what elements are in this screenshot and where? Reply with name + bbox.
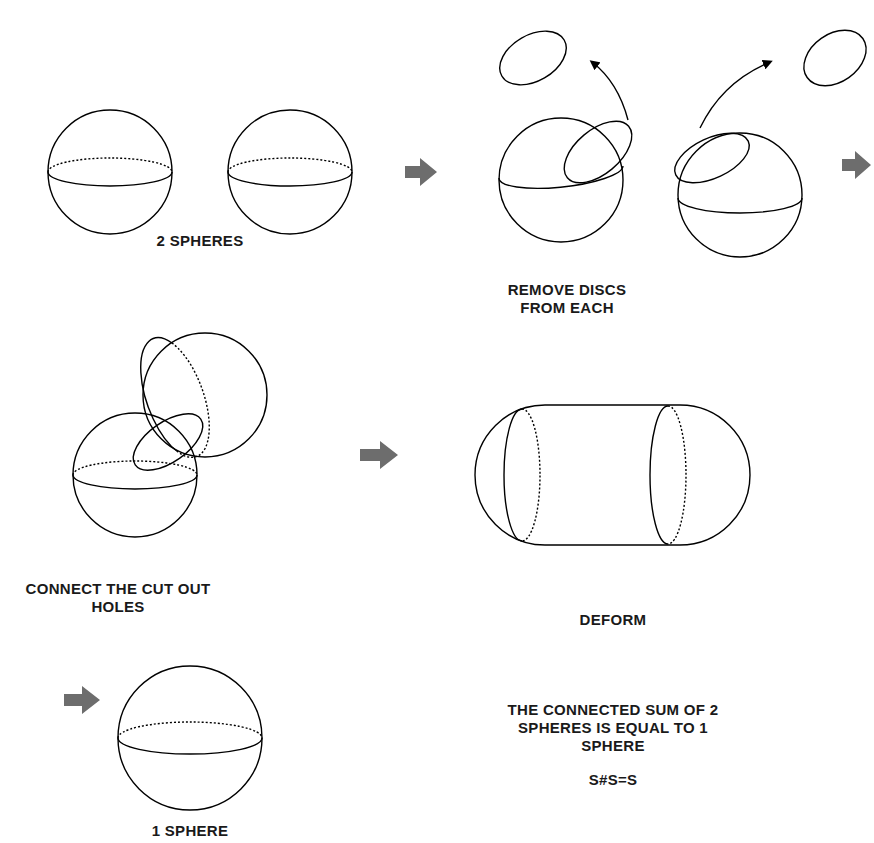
step-caption: REMOVE DISCS FROM EACH (492, 281, 642, 317)
formula-text: S#S=S (538, 771, 688, 789)
conclusion-text: THE CONNECTED SUM OF 2 SPHERES IS EQUAL … (501, 701, 726, 755)
step-caption: DEFORM (538, 611, 688, 629)
step-caption: 1 SPHERE (115, 822, 265, 840)
step-caption: CONNECT THE CUT OUT HOLES (13, 580, 223, 616)
step-caption: 2 SPHERES (100, 232, 300, 250)
